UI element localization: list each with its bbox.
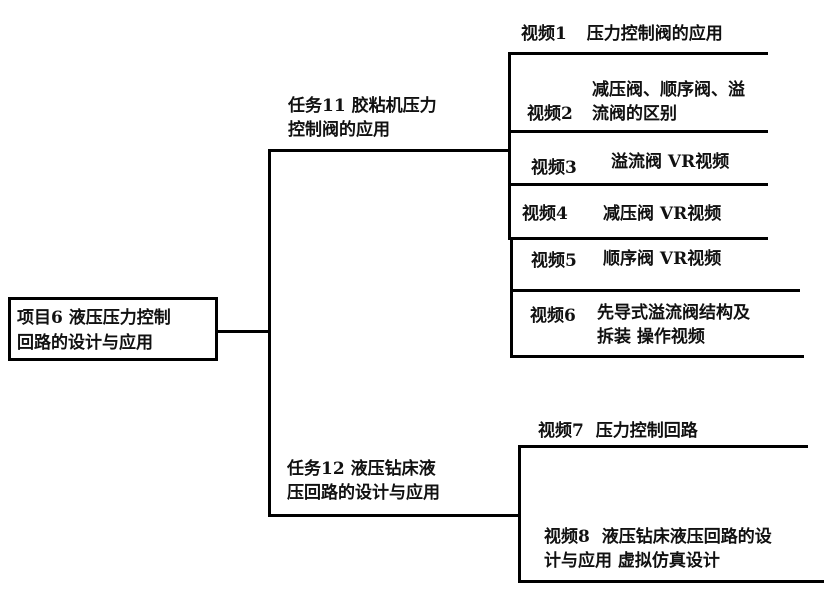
video-8-title-line-2: 计与应用 虚拟仿真设计	[544, 551, 720, 571]
task-12-line-1: 任务12 液压钻床液	[287, 459, 436, 479]
video-1-underline	[508, 52, 768, 55]
task-12-video-trunk	[518, 446, 521, 582]
video-3-label[interactable]: 视频3	[531, 158, 577, 178]
video-6-underline	[512, 355, 804, 358]
connector-task-trunk	[268, 150, 271, 517]
video-1-title: 压力控制阀的应用	[586, 24, 723, 44]
root-node-text: 项目6 液压压力控制 回路的设计与应用	[17, 306, 171, 356]
video-2-label[interactable]: 视频2	[527, 104, 573, 124]
video-4-underline	[508, 237, 768, 240]
video-5-label[interactable]: 视频5	[531, 251, 577, 271]
root-line-1: 项目6 液压压力控制	[17, 308, 171, 328]
task-11-video-trunk-a	[508, 53, 511, 240]
task-12-underline	[268, 514, 520, 517]
video-2-title-line-2: 流阀的区别	[592, 104, 677, 124]
video-2-title[interactable]: 减压阀、顺序阀、溢 流阀的区别	[592, 78, 745, 126]
video-6-title[interactable]: 先导式溢流阀结构及 拆装 操作视频	[597, 301, 750, 349]
video-6-title-line-2: 拆装 操作视频	[597, 327, 705, 347]
task-11-line-1: 任务11 胶粘机压力	[288, 96, 437, 116]
task-12-line-2: 压回路的设计与应用	[287, 483, 440, 503]
task-11-underline	[268, 149, 511, 152]
root-node-project-6: 项目6 液压压力控制 回路的设计与应用	[8, 297, 218, 361]
video-7-underline	[518, 445, 808, 448]
video-4-label[interactable]: 视频4	[522, 204, 568, 224]
video-7-label: 视频7	[538, 421, 584, 441]
video-3-underline	[508, 183, 768, 186]
task-11-video-trunk-b	[510, 238, 513, 358]
video-1-node[interactable]: 视频1 压力控制阀的应用	[521, 22, 723, 46]
video-8-node[interactable]: 视频8 液压钻床液压回路的设 计与应用 虚拟仿真设计	[544, 525, 772, 573]
video-2-underline	[508, 130, 768, 133]
video-5-title[interactable]: 顺序阀 VR视频	[603, 249, 722, 269]
video-5-underline	[510, 289, 800, 292]
video-7-node[interactable]: 视频7 压力控制回路	[538, 419, 698, 443]
video-1-label: 视频1	[521, 24, 567, 44]
root-line-2: 回路的设计与应用	[17, 333, 153, 353]
video-6-label[interactable]: 视频6	[530, 306, 576, 326]
video-3-title[interactable]: 溢流阀 VR视频	[611, 152, 730, 172]
task-12-label: 任务12 液压钻床液 压回路的设计与应用	[287, 457, 440, 505]
video-8-label: 视频8	[544, 527, 590, 547]
video-8-title-line-1: 液压钻床液压回路的设	[601, 527, 772, 547]
task-11-line-2: 控制阀的应用	[288, 120, 390, 140]
video-8-underline	[518, 580, 824, 583]
video-6-title-line-1: 先导式溢流阀结构及	[597, 303, 750, 323]
task-11-label: 任务11 胶粘机压力 控制阀的应用	[288, 94, 437, 142]
video-4-title[interactable]: 减压阀 VR视频	[603, 204, 722, 224]
connector-root-to-trunk	[218, 330, 270, 333]
video-2-title-line-1: 减压阀、顺序阀、溢	[592, 80, 745, 100]
video-7-title: 压力控制回路	[595, 421, 698, 441]
